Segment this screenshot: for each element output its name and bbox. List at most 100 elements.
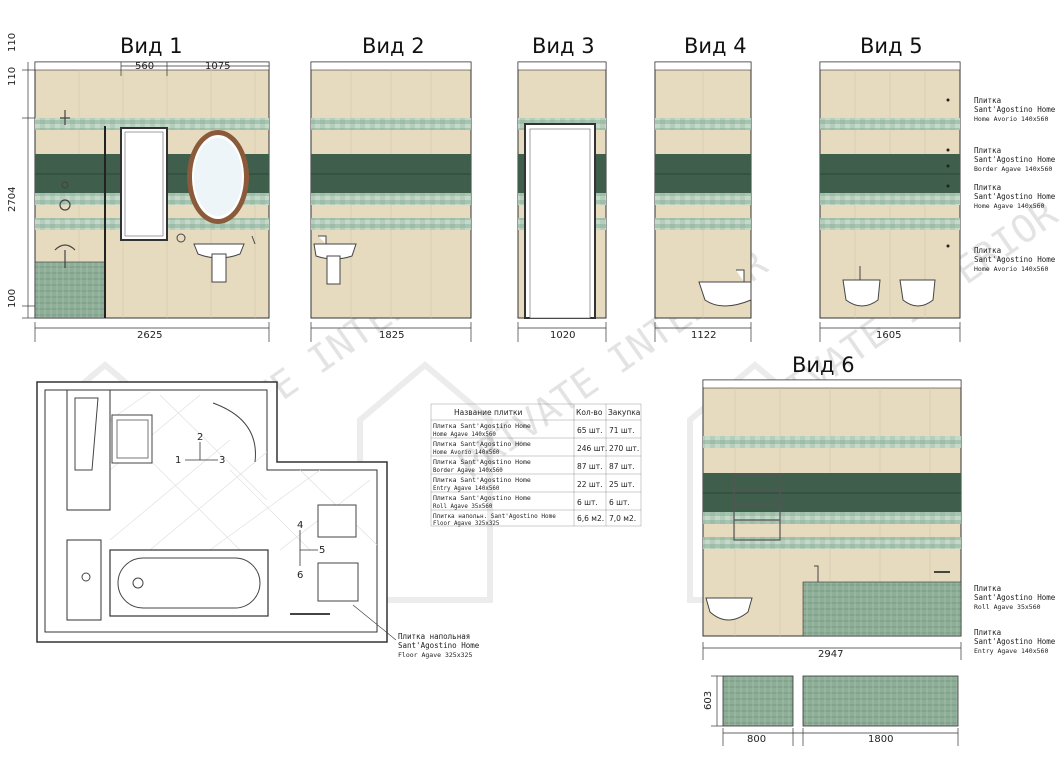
table-row: Плитка Sant'Agostino Home Home Agave 140… [433,422,635,438]
marker-2: 2 [197,432,203,443]
svg-text:Sant'Agostino Home: Sant'Agostino Home [974,593,1056,602]
toilet-icon [899,279,936,307]
shower-fixture-icon [54,110,76,268]
mosaic-band [820,193,960,205]
table-row: Плитка напольн. Sant'Agostino Home Floor… [433,513,636,527]
plan-toilet-icon [317,562,359,602]
width-1825: 1825 [379,330,404,341]
bidet-icon [842,266,881,307]
svg-text:65 шт.: 65 шт. [577,426,603,435]
view-5-title: Вид 5 [860,34,923,58]
tile-label: Плитка Sant'Agostino Home Border Agave 1… [974,146,1056,173]
svg-text:Sant'Agostino Home: Sant'Agostino Home [974,637,1056,646]
plan-sink-icon [111,414,153,464]
width-1122: 1122 [691,330,716,341]
marker-6: 6 [297,570,303,581]
svg-text:Плитка Sant'Agostino Home: Плитка Sant'Agostino Home [433,440,531,448]
dim-560: 560 [135,61,154,72]
dim-100: 100 [7,289,18,308]
svg-text:87 шт.: 87 шт. [577,462,603,471]
width-2625: 2625 [137,330,162,341]
floor-plan: 1 2 3 4 5 6 Плитка напольная Sant'Agosti… [36,381,480,659]
marker-1: 1 [175,455,181,466]
table-header-name: Название плитки [454,408,522,417]
dim-110b: 110 [7,67,18,86]
svg-text:Плитка Sant'Agostino Home: Плитка Sant'Agostino Home [433,494,531,502]
svg-text:246 шт.: 246 шт. [577,444,607,453]
view-4-title: Вид 4 [684,34,747,58]
floor-tile-label: Плитка напольная Sant'Agostino Home Floo… [352,604,480,659]
svg-text:Плитка: Плитка [974,584,1001,593]
svg-text:6,6 м2.: 6,6 м2. [577,514,604,523]
svg-text:Home Avorio 140x560: Home Avorio 140x560 [974,115,1048,123]
mosaic-band [703,512,961,524]
roll-floor-band [34,261,106,319]
panel-800 [722,675,794,727]
svg-text:25 шт.: 25 шт. [609,480,635,489]
table-header-qty: Кол-во [576,408,603,417]
marker-5: 5 [319,545,325,556]
svg-text:Плитка: Плитка [974,628,1001,637]
svg-text:Home Agave 140x560: Home Agave 140x560 [433,432,496,438]
mosaic-band [655,193,751,205]
width-2947: 2947 [818,649,843,660]
view-5: Вид 5 1605 [819,34,961,342]
svg-text:Sant'Agostino Home: Sant'Agostino Home [398,641,480,650]
sink-icon [176,233,256,283]
mosaic-band [311,218,471,230]
svg-text:Плитка напольная: Плитка напольная [398,632,470,641]
bath-panel-details: 603 800 1800 [703,675,959,746]
svg-text:Home Avorio 140x560: Home Avorio 140x560 [433,450,500,456]
mosaic-band [820,118,960,130]
mosaic-band [820,218,960,230]
view-2: Вид 2 1825 [310,34,472,342]
marker-3: 3 [219,455,225,466]
svg-text:Floor Agave 325x325: Floor Agave 325x325 [433,521,500,527]
tile-label: Плитка Sant'Agostino Home Home Avorio 14… [974,96,1056,123]
tile-quantity-table: Название плитки Кол-во Закупка Плитка Sa… [430,403,642,527]
roll-bath-panel [802,581,962,637]
width-1020: 1020 [550,330,575,341]
view-4: Вид 4 1122 [654,34,752,342]
svg-text:Sant'Agostino Home: Sant'Agostino Home [974,255,1056,264]
tile-labels-right: Плитка Sant'Agostino Home Home Avorio 14… [974,96,1056,655]
svg-text:Floor Agave 325x325: Floor Agave 325x325 [398,651,472,659]
svg-text:Roll Agave 35x560: Roll Agave 35x560 [433,504,493,510]
svg-text:Home Avorio 140x560: Home Avorio 140x560 [974,265,1048,273]
svg-text:Плитка Sant'Agostino Home: Плитка Sant'Agostino Home [433,476,531,484]
svg-text:87 шт.: 87 шт. [609,462,635,471]
svg-text:270 шт.: 270 шт. [609,444,639,453]
table-row: Плитка Sant'Agostino Home Border Agave 1… [433,458,635,474]
table-row: Плитка Sant'Agostino Home Entry Agave 14… [433,476,635,492]
mosaic-band [311,118,471,130]
svg-text:Roll Agave 35x560: Roll Agave 35x560 [974,603,1041,611]
dim-110a: 110 [7,33,18,52]
tile-label: Плитка Sant'Agostino Home Entry Agave 14… [974,628,1056,655]
mosaic-band [703,436,961,448]
dim-1800: 1800 [868,734,893,745]
svg-text:71 шт.: 71 шт. [609,426,635,435]
bath-tub-end-icon [698,269,752,307]
toilet-side-icon [705,597,753,621]
svg-text:6 шт.: 6 шт. [577,498,598,507]
svg-text:Sant'Agostino Home: Sant'Agostino Home [974,155,1056,164]
svg-text:Плитка Sant'Agostino Home: Плитка Sant'Agostino Home [433,422,531,430]
mosaic-band [35,118,269,130]
svg-text:Sant'Agostino Home: Sant'Agostino Home [974,192,1056,201]
view-2-title: Вид 2 [362,34,425,58]
panel-1800 [802,675,959,727]
dim-800: 800 [747,734,766,745]
towel-rail-icon [733,473,781,541]
svg-text:Плитка: Плитка [974,96,1001,105]
table-header-buy: Закупка [608,408,640,417]
svg-text:Entry Agave 140x560: Entry Agave 140x560 [974,647,1048,655]
floor-tile-grid [109,391,378,551]
svg-text:Плитка Sant'Agostino Home: Плитка Sant'Agostino Home [433,458,531,466]
svg-text:Entry Agave 140x560: Entry Agave 140x560 [433,486,500,492]
view-1: Вид 1 [7,33,270,342]
svg-text:22 шт.: 22 шт. [577,480,603,489]
svg-text:Home Agave 140x560: Home Agave 140x560 [974,202,1045,210]
dim-603: 603 [703,691,714,710]
svg-text:Sant'Agostino Home: Sant'Agostino Home [974,105,1056,114]
